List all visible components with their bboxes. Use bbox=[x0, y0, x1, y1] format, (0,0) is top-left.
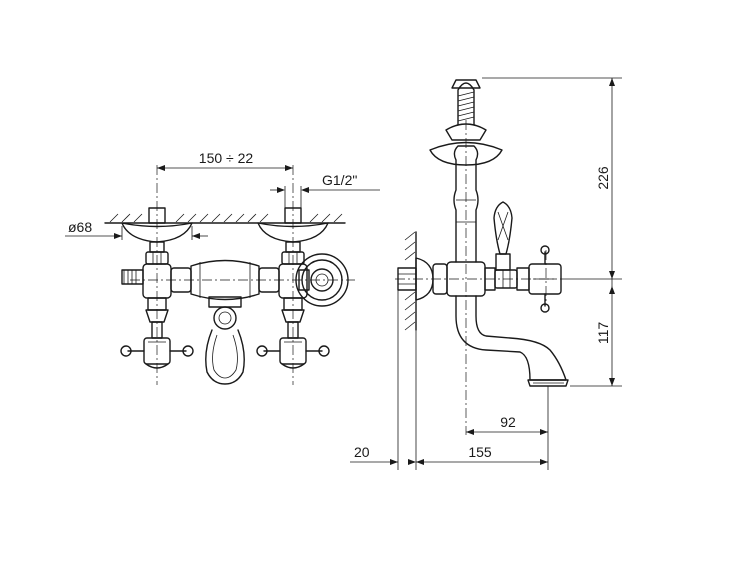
left-cross-handle bbox=[120, 337, 194, 369]
spout-reach-inner-label: 92 bbox=[500, 414, 516, 430]
center-distance-label: 150 ÷ 22 bbox=[199, 150, 254, 166]
total-height-label: 226 bbox=[595, 166, 611, 190]
dimension-spout-reach-outer: 155 bbox=[415, 330, 548, 470]
front-view: 150 ÷ 22 ø68 G1/2" bbox=[65, 150, 380, 385]
hand-shower bbox=[451, 79, 481, 126]
lever-handle bbox=[493, 201, 513, 271]
dimension-spout-height: 117 bbox=[570, 279, 622, 387]
dimension-thread: G1/2" bbox=[270, 172, 380, 208]
dimension-total-height: 226 bbox=[482, 77, 622, 280]
spout-reach-outer-label: 155 bbox=[468, 444, 492, 460]
dimension-center-distance: 150 ÷ 22 bbox=[157, 150, 293, 171]
diameter-label: ø68 bbox=[68, 219, 92, 235]
right-cross-handle bbox=[256, 337, 330, 369]
spout-height-label: 117 bbox=[595, 322, 611, 345]
dimension-diameter: ø68 bbox=[65, 219, 208, 240]
thread-label: G1/2" bbox=[322, 172, 357, 188]
spout bbox=[455, 295, 569, 387]
wall-offset-label: 20 bbox=[354, 444, 370, 460]
front-wall-hatch bbox=[104, 213, 346, 224]
side-view: 226 117 92 155 bbox=[350, 77, 622, 470]
dimension-spout-reach-inner: 92 bbox=[466, 386, 549, 470]
side-wall-hatch bbox=[404, 231, 417, 331]
dimension-wall-offset: 20 bbox=[350, 290, 416, 470]
